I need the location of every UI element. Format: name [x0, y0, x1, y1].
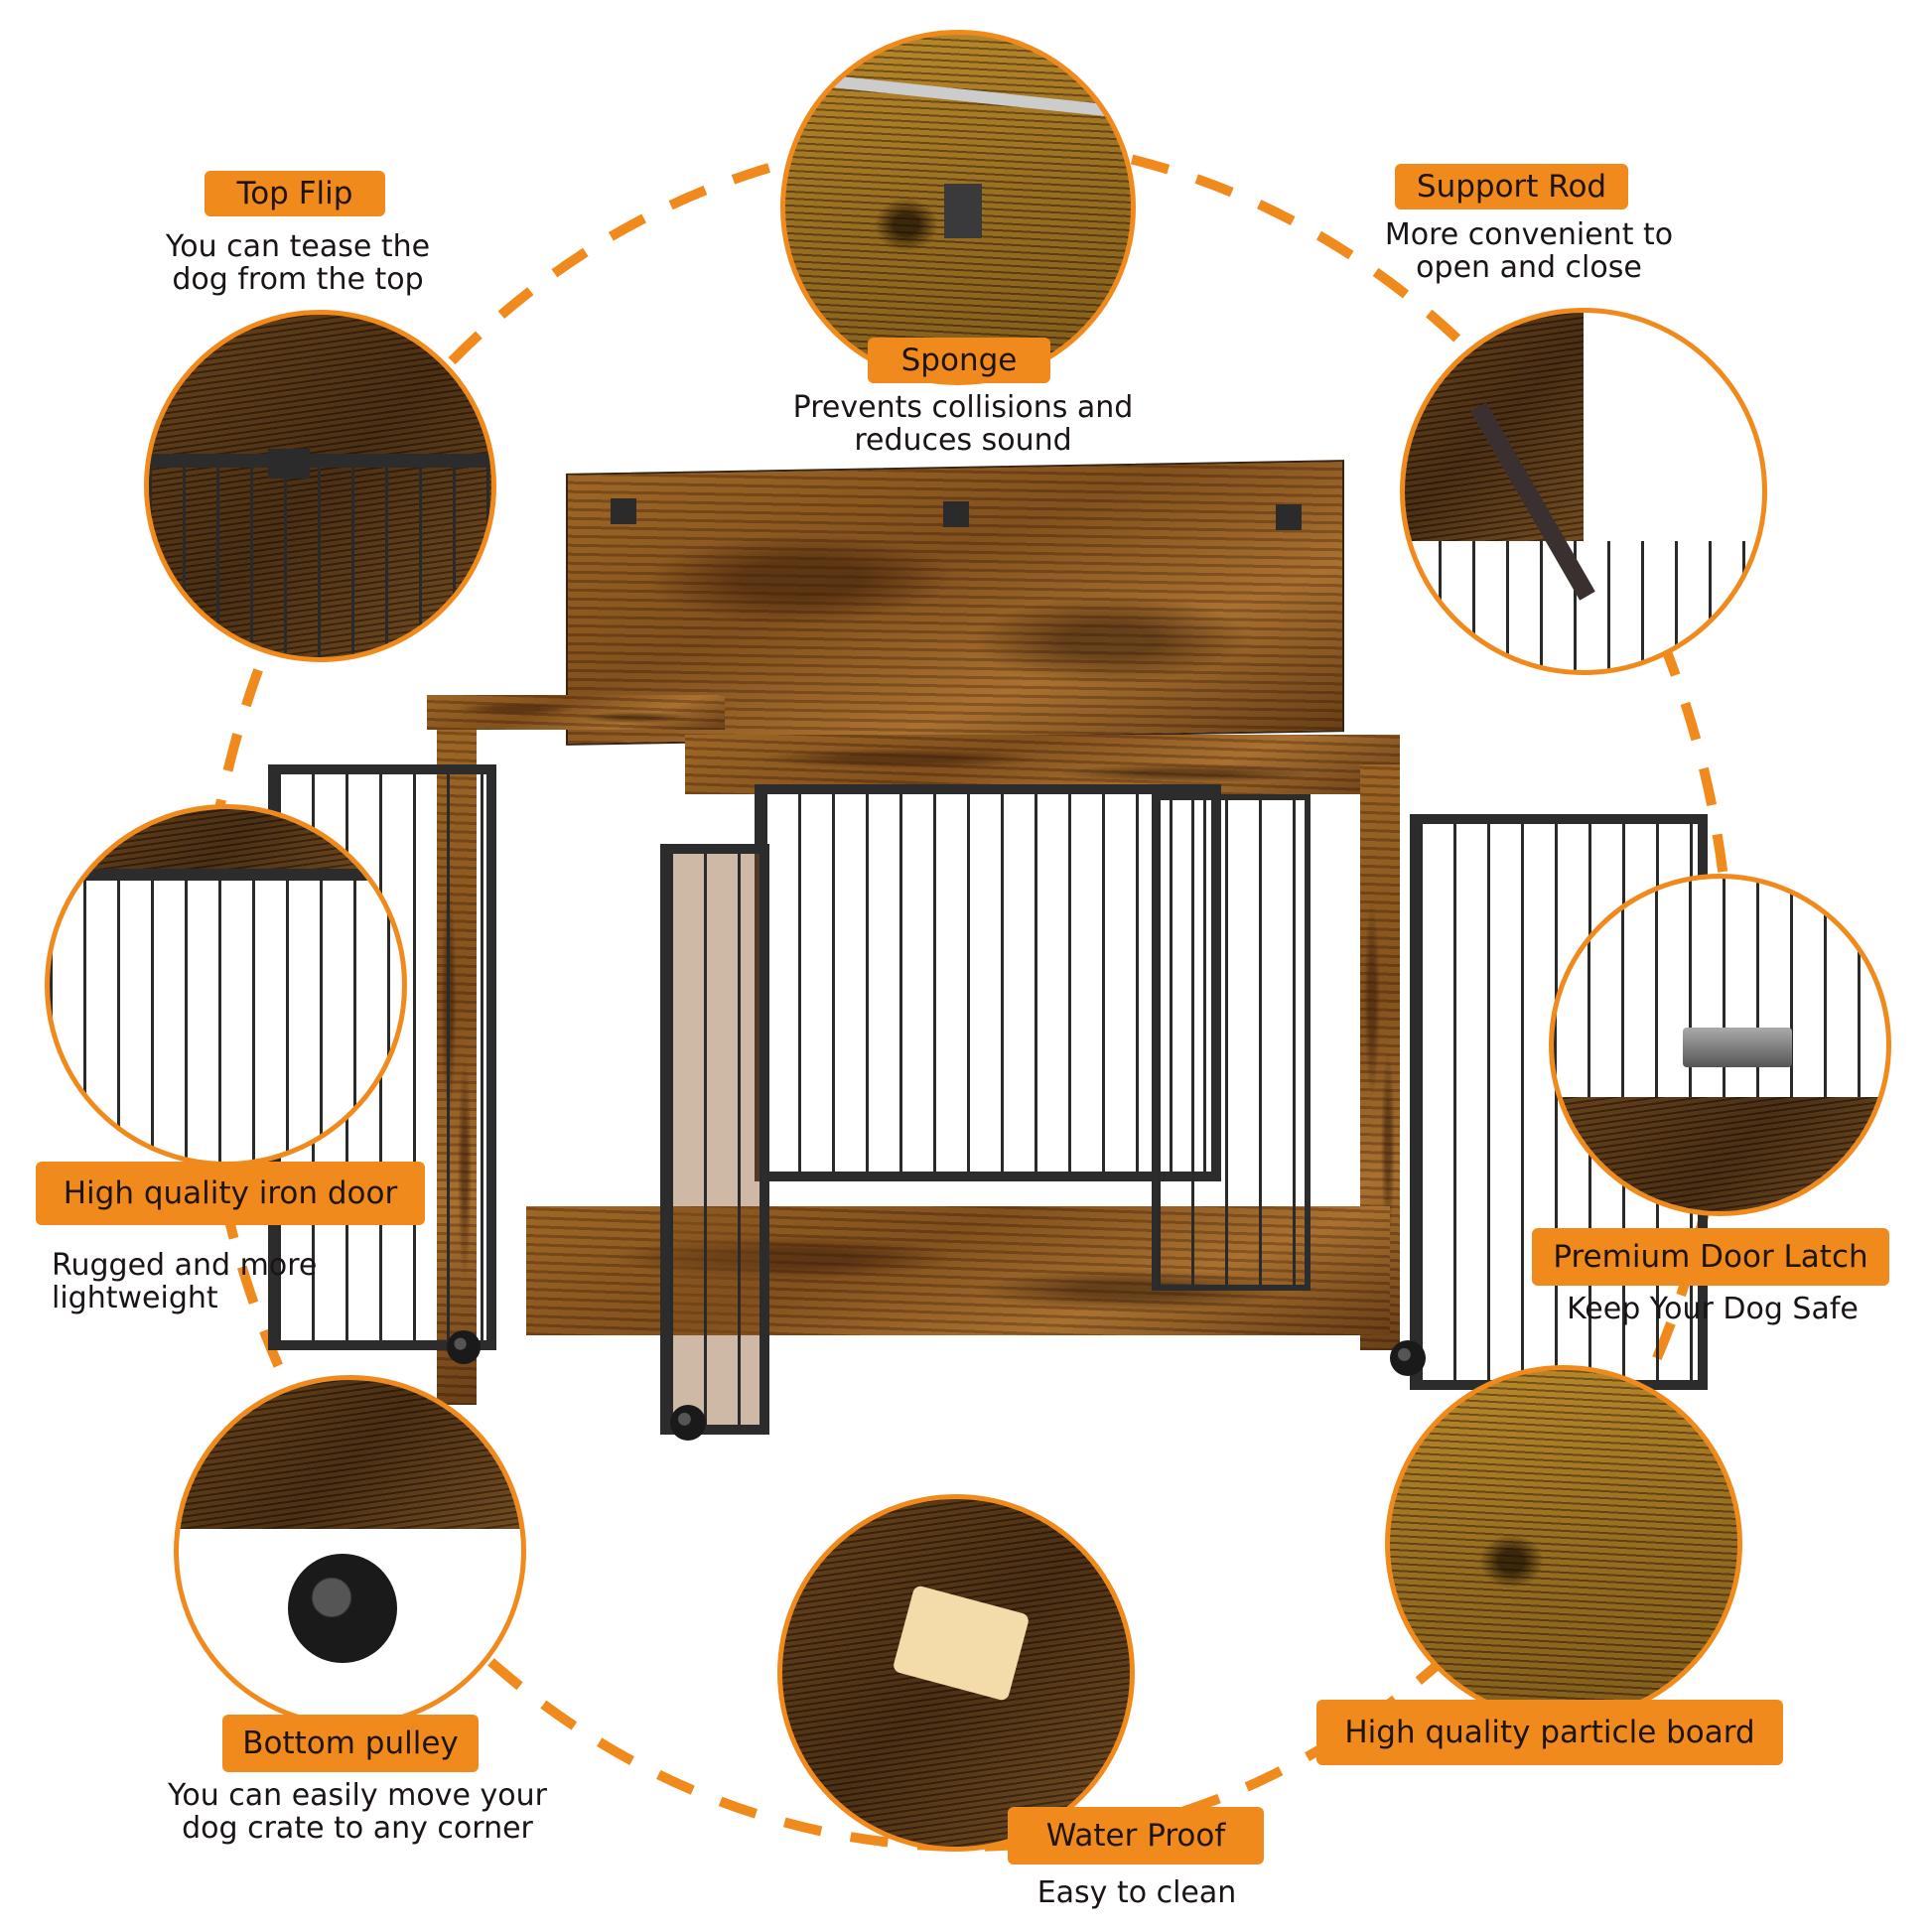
callout-label-water-proof: Water Proof	[1008, 1807, 1264, 1864]
crate-rear-window	[755, 784, 1221, 1181]
sponge-pad-icon	[611, 498, 636, 524]
crate-top-surface	[427, 695, 725, 730]
callout-label-sponge: Sponge	[868, 338, 1050, 383]
detail-circle-support-rod	[1400, 308, 1767, 675]
latch-icon	[1683, 1028, 1792, 1067]
sponge-pad-icon	[944, 184, 982, 238]
caster-wheel-icon	[288, 1554, 397, 1663]
sponge-pad-icon	[1276, 504, 1302, 530]
callout-label-particle-board: High quality particle board	[1316, 1700, 1783, 1765]
caster-wheel-icon	[670, 1405, 706, 1441]
detail-circle-particle-board	[1385, 1365, 1742, 1723]
cleaning-cloth-icon	[892, 1585, 1031, 1702]
detail-circle-sponge	[780, 30, 1136, 385]
callout-description-water-proof: Easy to clean	[1036, 1875, 1237, 1910]
sponge-pad-icon	[943, 501, 969, 527]
right-front-panel	[1152, 794, 1311, 1291]
detail-circle-door-latch	[1549, 874, 1891, 1216]
hinge-icon	[268, 449, 310, 479]
callout-label-top-flip: Top Flip	[205, 171, 385, 216]
detail-circle-water-proof	[777, 1494, 1135, 1852]
detail-circle-iron-door	[45, 804, 407, 1167]
callout-label-bottom-pulley: Bottom pulley	[222, 1715, 479, 1772]
callout-label-iron-door: High quality iron door	[36, 1162, 425, 1225]
detail-circle-top-flip	[144, 310, 496, 662]
callout-description-door-latch: Keep Your Dog Safe	[1567, 1292, 1859, 1326]
callout-label-door-latch: Premium Door Latch	[1532, 1228, 1889, 1286]
caster-wheel-icon	[447, 1330, 481, 1364]
caster-wheel-icon	[1390, 1340, 1426, 1376]
detail-circle-bottom-pulley	[174, 1375, 526, 1727]
front-open-door[interactable]	[660, 844, 769, 1435]
callout-label-support-rod: Support Rod	[1395, 164, 1628, 209]
